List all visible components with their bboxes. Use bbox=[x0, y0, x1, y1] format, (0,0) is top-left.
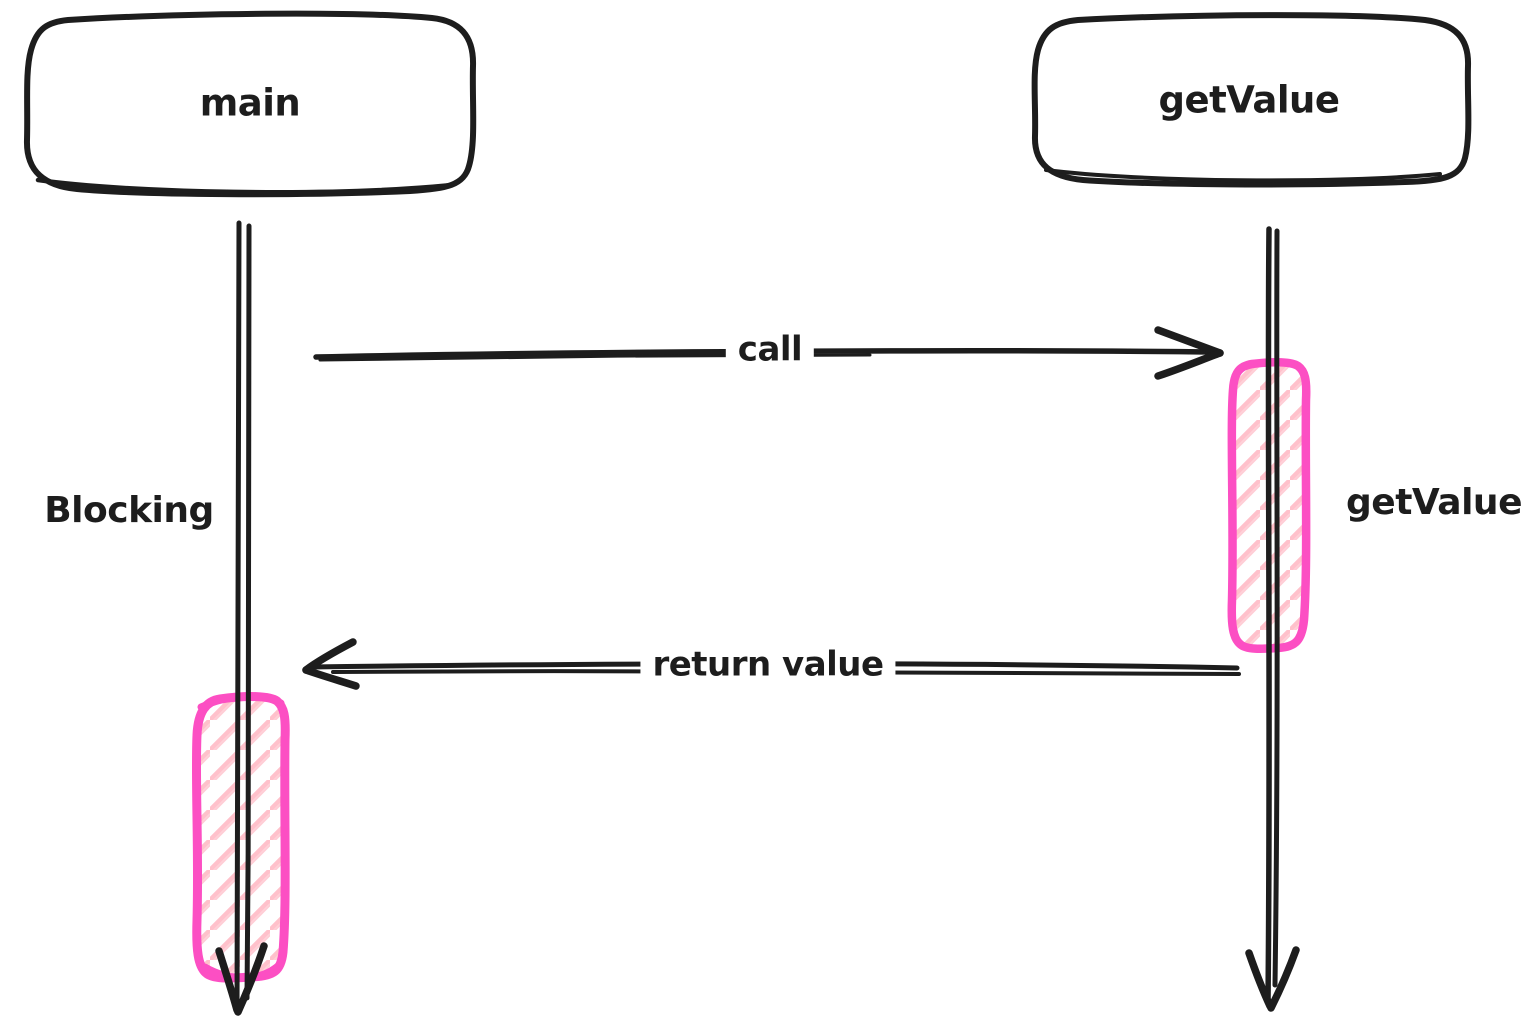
actor-label-main: main bbox=[199, 81, 301, 125]
arrowhead-down-getvalue bbox=[1245, 946, 1300, 1012]
annotation-blocking: Blocking bbox=[44, 490, 214, 532]
arrowhead-down-main bbox=[215, 942, 268, 1016]
actor-label-getvalue: getValue bbox=[1158, 78, 1340, 122]
actor-box-getvalue bbox=[1031, 12, 1472, 188]
message-label-return-value: return value bbox=[640, 645, 896, 685]
activation-bar-main bbox=[191, 692, 290, 983]
arrowhead-left-icon bbox=[302, 638, 360, 690]
lifeline-getvalue bbox=[1245, 226, 1300, 1012]
actor-box-main bbox=[23, 10, 477, 198]
arrowhead-right-icon bbox=[1154, 326, 1224, 380]
message-label-call: call bbox=[725, 330, 815, 370]
lifeline-main bbox=[215, 220, 268, 1016]
annotation-getvalue-activation: getValue bbox=[1346, 482, 1522, 524]
